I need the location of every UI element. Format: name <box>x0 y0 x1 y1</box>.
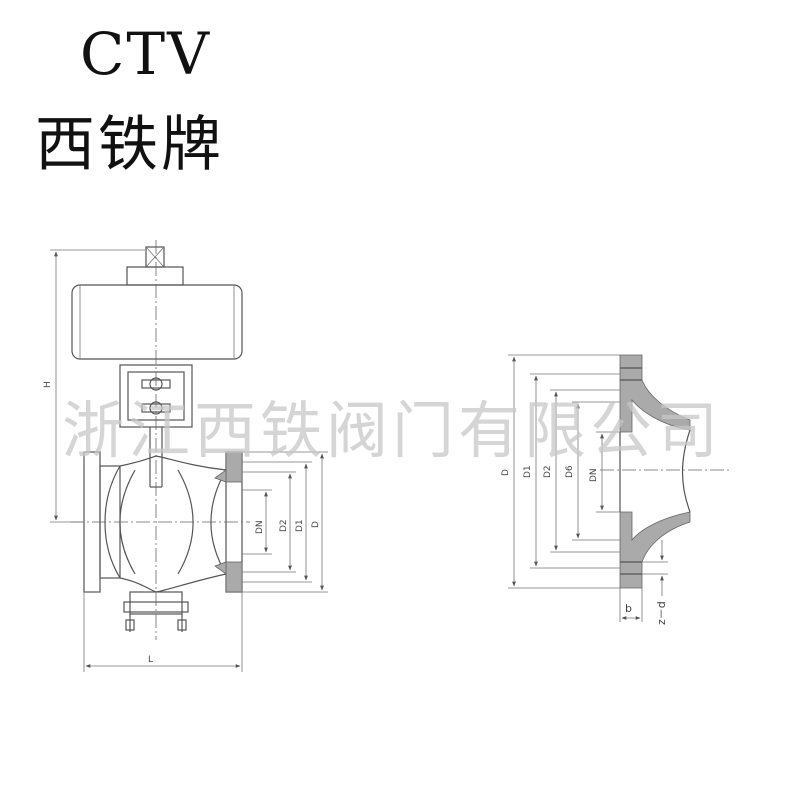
dim-label-L: L <box>148 655 153 665</box>
flange-dim-label-D: D <box>501 469 511 476</box>
dim-label-DN: DN <box>255 520 265 534</box>
brand-code: CTV <box>80 20 211 88</box>
dim-label-H: H <box>43 381 53 388</box>
flange-dim-label-D2: D2 <box>543 465 553 478</box>
brand-name: 西铁牌 <box>35 110 224 180</box>
flange-dim-label-b: b <box>625 602 632 615</box>
flange-dim-label-D1: D1 <box>523 465 533 478</box>
valve-assembly: H L DN D2 D1 D <box>43 240 328 672</box>
watermark: 浙江西铁阀门有限公司 <box>62 394 723 467</box>
dim-label-D: D <box>311 521 321 528</box>
dim-label-D2: D2 <box>279 519 289 532</box>
flange-dim-label-D6: D6 <box>565 465 575 478</box>
flange-dim-label-DN: DN <box>589 468 599 482</box>
dim-label-D1: D1 <box>295 519 305 532</box>
flange-detail: D D1 D2 D6 DN b z－d <box>501 354 730 625</box>
flange-dim-label-zd: z－d <box>655 601 668 625</box>
